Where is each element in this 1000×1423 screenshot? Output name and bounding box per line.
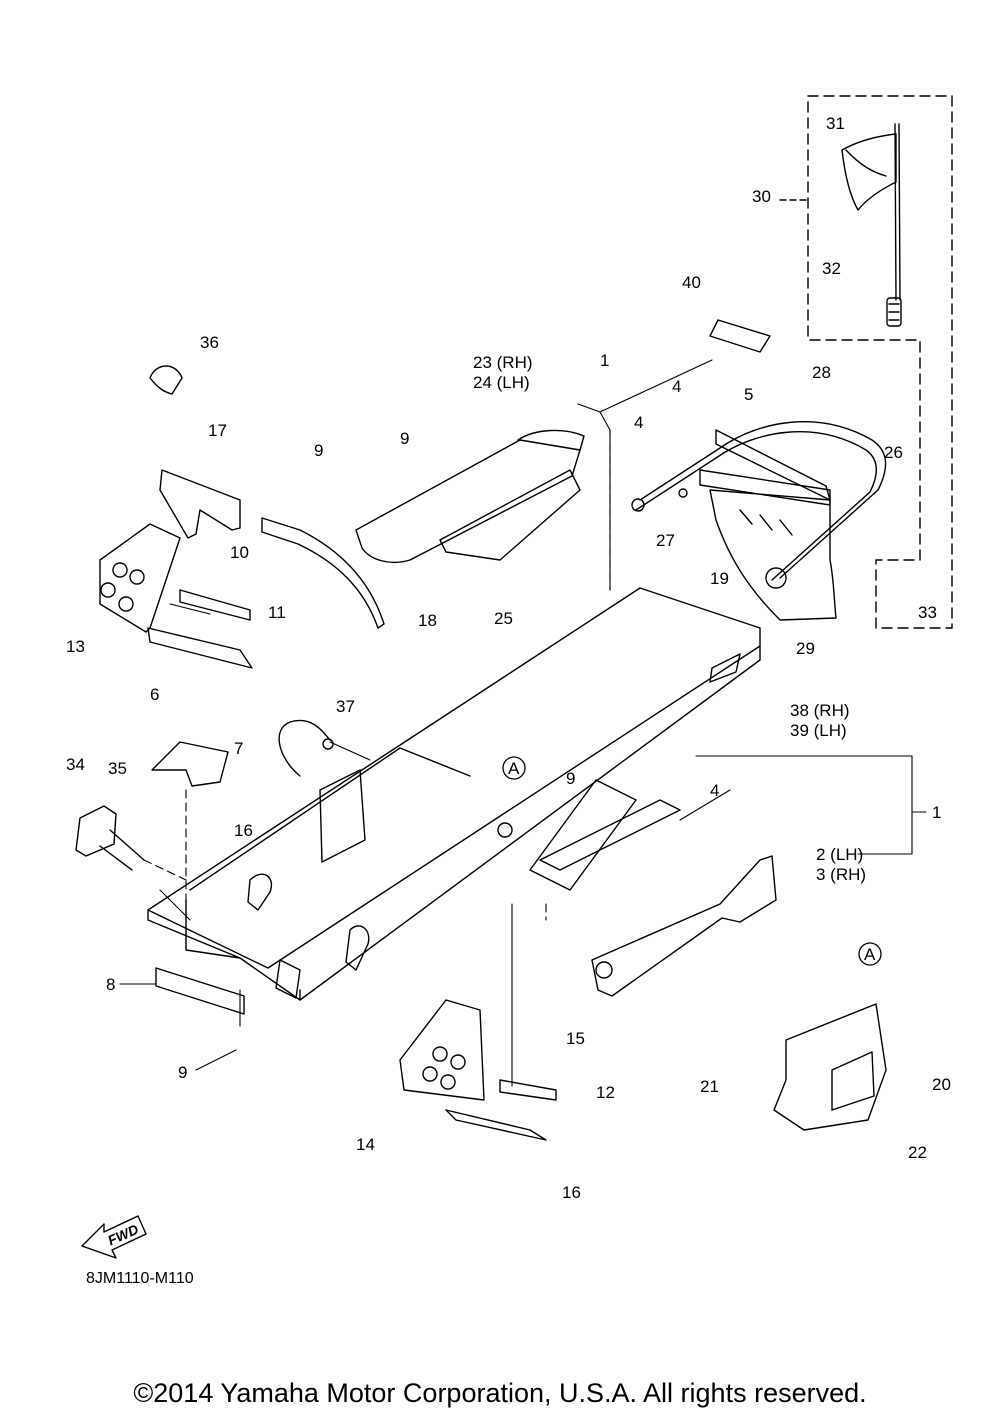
side-panel-part xyxy=(355,439,581,564)
callout-16a: 16 xyxy=(234,821,253,840)
callout-5: 5 xyxy=(744,385,753,404)
callout-10: 10 xyxy=(230,543,249,562)
callout-2: 2 (LH) xyxy=(816,845,863,864)
callout-33: 33 xyxy=(918,603,937,622)
callout-21: 21 xyxy=(700,1077,719,1096)
callout-4a: 4 xyxy=(672,377,681,396)
callout-3: 3 (RH) xyxy=(816,865,866,884)
svg-text:A: A xyxy=(864,945,876,964)
reference-circle-a-icon: A xyxy=(858,942,882,966)
callout-24: 24 (LH) xyxy=(473,373,530,392)
callout-19: 19 xyxy=(710,569,729,588)
bracket-17-part xyxy=(159,469,241,539)
callout-1-top: 1 xyxy=(600,351,609,370)
diagram-ref-code: 8JM1110-M110 xyxy=(86,1270,194,1287)
flag-part xyxy=(841,123,902,327)
rod-18-part xyxy=(261,517,385,629)
callout-37: 37 xyxy=(336,697,355,716)
callout-30: 30 xyxy=(752,187,771,206)
callout-31: 31 xyxy=(826,114,845,133)
cover-21-part xyxy=(773,1003,887,1131)
callout-12: 12 xyxy=(596,1083,615,1102)
taillight-part xyxy=(75,805,117,857)
callout-22: 22 xyxy=(908,1143,927,1162)
strap-36-part xyxy=(149,365,183,395)
callout-9a: 9 xyxy=(400,429,409,448)
skid-plate-13-part xyxy=(99,523,181,633)
callout-36: 36 xyxy=(200,333,219,352)
tunnel-frame-part xyxy=(147,587,761,1001)
callout-6: 6 xyxy=(150,685,159,704)
callout-23: 23 (RH) xyxy=(473,353,533,372)
callout-17: 17 xyxy=(208,421,227,440)
callout-20: 20 xyxy=(932,1075,951,1094)
bracket-12-part xyxy=(499,1079,557,1101)
copyright-notice: ©2014 Yamaha Motor Corporation, U.S.A. A… xyxy=(133,1378,867,1408)
wire-37-part xyxy=(278,719,331,777)
callout-13: 13 xyxy=(66,637,85,656)
flag-kit-dashed-box xyxy=(807,95,953,629)
callout-38: 38 (RH) xyxy=(790,701,850,720)
callout-8: 8 xyxy=(106,975,115,994)
callout-15: 15 xyxy=(566,1029,585,1048)
skid-plate-14-part xyxy=(399,999,485,1101)
callout-7: 7 xyxy=(234,739,243,758)
callout-28: 28 xyxy=(812,363,831,382)
callout-9c: 9 xyxy=(566,769,575,788)
callout-1-right: 1 xyxy=(932,803,941,822)
bracket-11-part xyxy=(179,589,251,621)
callout-18: 18 xyxy=(418,611,437,630)
decal-40-part xyxy=(709,319,771,353)
reference-circle-a-icon: A xyxy=(502,756,526,780)
callout-35: 35 xyxy=(108,759,127,778)
callout-16b: 16 xyxy=(562,1183,581,1202)
running-board-part xyxy=(591,855,777,997)
callout-4c: 4 xyxy=(710,781,719,800)
bracket-7-part xyxy=(151,741,229,787)
callout-32: 32 xyxy=(822,259,841,278)
callout-40: 40 xyxy=(682,273,701,292)
footrest-plate-part xyxy=(529,779,637,891)
bracket-8-part xyxy=(155,967,245,1015)
callout-14: 14 xyxy=(356,1135,375,1154)
callout-39: 39 (LH) xyxy=(790,721,847,740)
callout-4b: 4 xyxy=(634,413,643,432)
callout-11: 11 xyxy=(268,603,286,622)
callout-26: 26 xyxy=(884,443,903,462)
callout-29: 29 xyxy=(796,639,815,658)
callout-34: 34 xyxy=(66,755,85,774)
callout-9b: 9 xyxy=(314,441,323,460)
callout-27: 27 xyxy=(656,531,675,550)
fwd-arrow-icon: FWD xyxy=(81,1215,147,1259)
rear-bumper-part xyxy=(631,421,887,621)
svg-text:A: A xyxy=(508,759,520,778)
callout-9d: 9 xyxy=(178,1063,187,1082)
callout-25: 25 xyxy=(494,609,513,628)
